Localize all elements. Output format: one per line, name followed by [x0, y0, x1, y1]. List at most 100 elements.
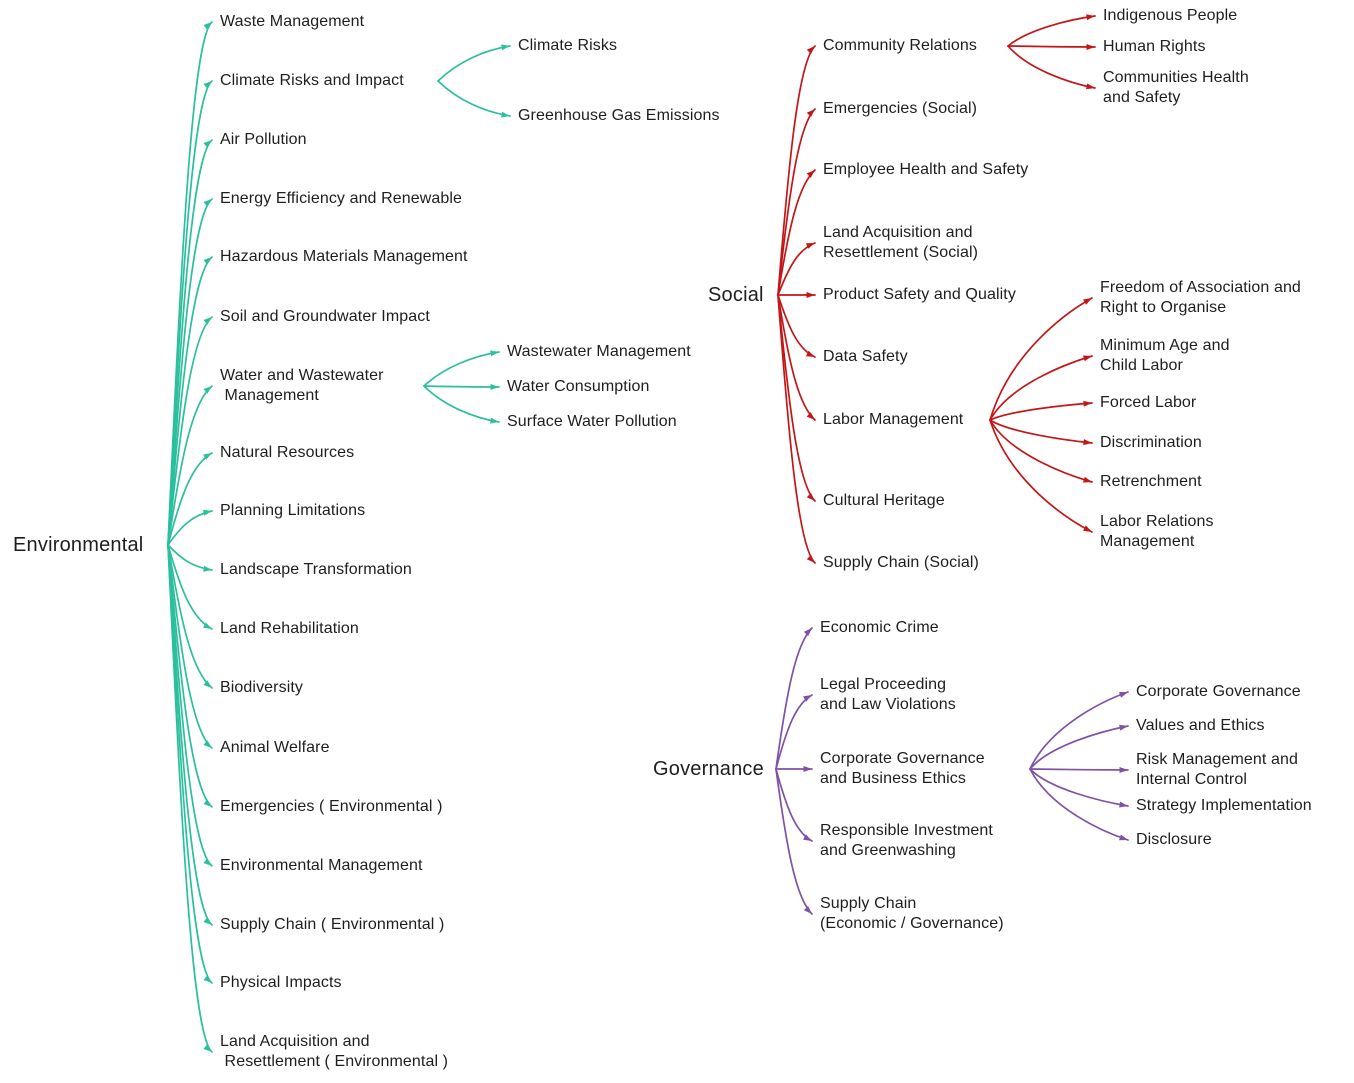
edge-arrowhead-icon	[490, 417, 499, 424]
node-label-data-safety: Data Safety	[823, 348, 908, 365]
edge-arrowhead-icon	[1119, 801, 1128, 808]
edge-arrowhead-icon	[806, 46, 815, 54]
edge-arrowhead-icon	[1083, 525, 1092, 532]
edge-arrowhead-icon	[803, 834, 812, 841]
root-label-governance: Governance	[653, 758, 764, 780]
node-label-freedom-of-association-and-right-to-organise: Freedom of Association and Right to Orga…	[1100, 279, 1301, 316]
node-label-greenhouse-gas-emissions: Greenhouse Gas Emissions	[518, 107, 720, 124]
node-label-water-consumption: Water Consumption	[507, 378, 650, 395]
node-label-discrimination: Discrimination	[1100, 434, 1202, 451]
edge-arrowhead-icon	[501, 44, 510, 51]
edge-curve	[167, 544, 213, 689]
node-label-community-relations: Community Relations	[823, 37, 977, 54]
node-label-emergencies-social: Emergencies (Social)	[823, 100, 978, 117]
edge-curve	[1029, 768, 1129, 841]
edge-curve	[167, 80, 213, 546]
edge-arrowhead-icon	[806, 292, 815, 298]
edge-arrowhead-icon	[806, 412, 815, 420]
node-label-minimum-age-and-child-labor: Minimum Age and Child Labor	[1100, 337, 1230, 374]
edge-arrowhead-icon	[1119, 724, 1128, 731]
edge-arrowhead-icon	[490, 350, 499, 357]
edge-curve	[989, 297, 1093, 421]
edge-arrowhead-icon	[203, 1044, 212, 1052]
edge-curve	[989, 419, 1093, 533]
node-label-supply-chain-economic-governance: Supply Chain (Economic / Governance)	[820, 895, 1004, 932]
edge-arrowhead-icon	[490, 384, 499, 390]
node-label-wastewater-management: Wastewater Management	[507, 343, 691, 360]
edge-arrowhead-icon	[803, 766, 812, 772]
edge-arrowhead-icon	[501, 111, 510, 118]
edge-arrowhead-icon	[1083, 400, 1092, 407]
node-label-energy-efficiency-and-renewable: Energy Efficiency and Renewable	[220, 190, 463, 207]
node-label-emergencies-environmental: Emergencies ( Environmental )	[220, 798, 443, 815]
edge-curve	[167, 544, 213, 1053]
node-label-land-acquisition-and-resettlement-social: Land Acquisition and Resettlement (Socia…	[823, 224, 979, 261]
branch-social	[777, 14, 1096, 564]
node-label-waste-management: Waste Management	[220, 13, 365, 30]
node-label-values-and-ethics: Values and Ethics	[1136, 717, 1265, 734]
node-label-water-and-wastewater-management: Water and Wastewater Management	[220, 367, 384, 404]
edge-arrowhead-icon	[806, 243, 815, 249]
edge-arrowhead-icon	[203, 317, 212, 325]
edge-curve	[1029, 768, 1129, 771]
root-label-social: Social	[708, 284, 764, 306]
edge-curve	[777, 294, 816, 564]
edge-arrowhead-icon	[806, 493, 815, 501]
node-label-soil-and-groundwater-impact: Soil and Groundwater Impact	[220, 308, 430, 325]
node-label-landscape-transformation: Landscape Transformation	[220, 561, 412, 578]
edge-arrowhead-icon	[803, 628, 812, 637]
edge-arrowhead-icon	[1086, 44, 1095, 50]
node-label-economic-crime: Economic Crime	[820, 619, 939, 636]
edge-curve	[167, 544, 213, 808]
edge-arrowhead-icon	[203, 140, 212, 148]
edge-arrowhead-icon	[203, 740, 212, 748]
node-label-environmental-management: Environmental Management	[220, 857, 423, 874]
edge-arrowhead-icon	[806, 350, 815, 357]
edge-curve	[1029, 691, 1129, 770]
edge-curve	[167, 198, 213, 546]
edge-curve	[777, 45, 816, 296]
edge-arrowhead-icon	[203, 453, 212, 460]
edge-arrowhead-icon	[1083, 355, 1092, 362]
node-label-retrenchment: Retrenchment	[1100, 473, 1202, 490]
node-label-human-rights: Human Rights	[1103, 38, 1206, 55]
node-label-physical-impacts: Physical Impacts	[220, 974, 342, 991]
node-label-responsible-investment-and-greenwashing: Responsible Investment and Greenwashing	[820, 822, 993, 859]
node-label-cultural-heritage: Cultural Heritage	[823, 492, 945, 509]
node-label-natural-resources: Natural Resources	[220, 444, 355, 461]
node-label-risk-management-and-internal-control: Risk Management and Internal Control	[1136, 751, 1298, 788]
node-label-animal-welfare: Animal Welfare	[220, 739, 330, 756]
node-label-product-safety-and-quality: Product Safety and Quality	[823, 286, 1016, 303]
edge-arrowhead-icon	[803, 695, 812, 702]
node-label-corporate-governance: Corporate Governance	[1136, 683, 1301, 700]
edge-arrowhead-icon	[1086, 83, 1095, 90]
edge-arrowhead-icon	[203, 81, 212, 89]
node-label-land-acquisition-and-resettlement-environmental: Land Acquisition and Resettlement ( Envi…	[220, 1033, 449, 1070]
node-label-climate-risks: Climate Risks	[518, 37, 618, 54]
edge-arrowhead-icon	[203, 858, 212, 866]
edge-curve	[167, 139, 213, 546]
node-label-legal-proceeding-and-law-violations: Legal Proceeding and Law Violations	[820, 676, 956, 713]
edge-curve	[989, 402, 1093, 421]
node-label-hazardous-materials-management: Hazardous Materials Management	[220, 248, 468, 265]
edge-arrowhead-icon	[1083, 439, 1092, 446]
edge-curve	[989, 355, 1093, 421]
branch-governance	[775, 627, 1129, 915]
edge-arrowhead-icon	[1086, 14, 1095, 21]
edge-curve	[1007, 45, 1096, 89]
edge-arrowhead-icon	[1083, 476, 1092, 483]
edge-curve	[989, 419, 1093, 444]
edge-arrowhead-icon	[203, 975, 212, 983]
edge-arrowhead-icon	[803, 905, 812, 914]
edge-arrowhead-icon	[203, 680, 212, 688]
edge-curve	[167, 544, 213, 749]
edge-arrowhead-icon	[203, 386, 212, 394]
node-label-disclosure: Disclosure	[1136, 831, 1212, 848]
edge-arrowhead-icon	[1083, 298, 1092, 305]
node-label-labor-management: Labor Management	[823, 411, 964, 428]
node-label-biodiversity: Biodiversity	[220, 679, 304, 696]
edge-arrowhead-icon	[203, 917, 212, 925]
